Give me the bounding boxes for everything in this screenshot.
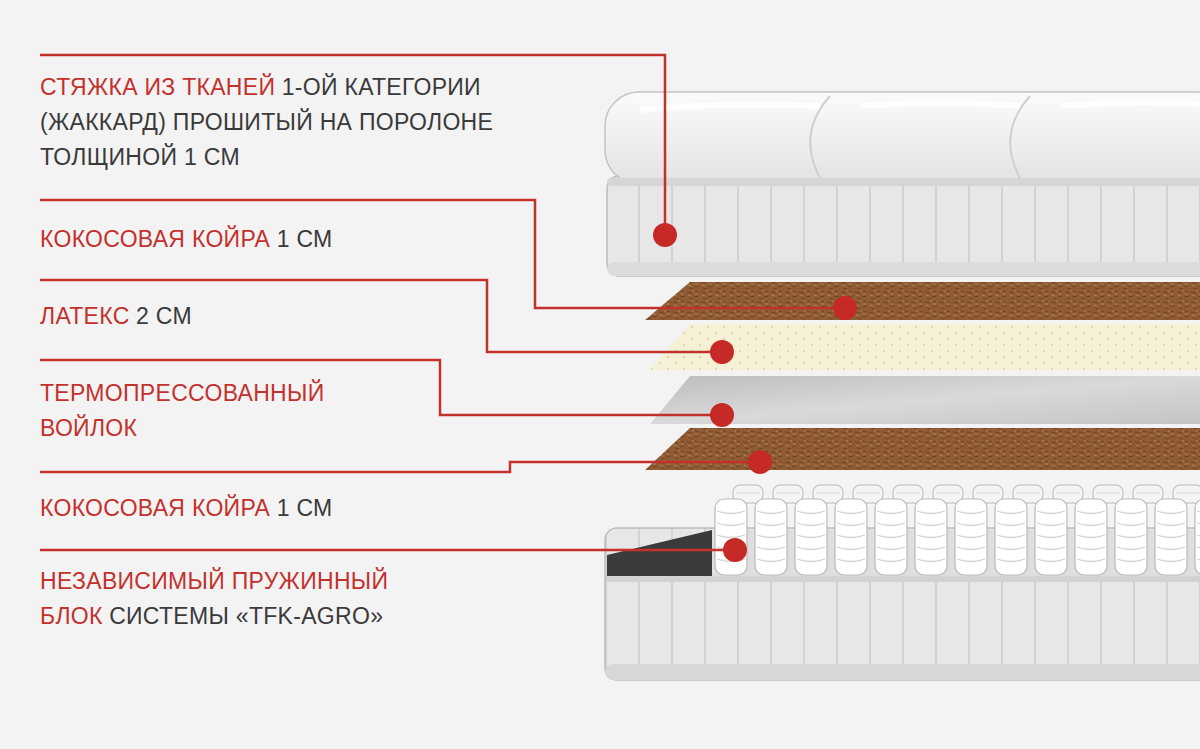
- leader-line: [40, 549, 735, 552]
- leader-line: [40, 200, 845, 308]
- coir-layer: [645, 428, 1200, 470]
- layer-name: КОКОСОВАЯ КОЙРА: [40, 495, 270, 521]
- leader-dot: [653, 223, 677, 247]
- leader-dot: [833, 296, 857, 320]
- base-opening: [607, 530, 712, 578]
- top-piping: [607, 262, 1200, 276]
- top-side-panel: [607, 176, 1200, 276]
- leader-dot: [723, 538, 747, 562]
- latex-layer: [650, 324, 1200, 370]
- base-piping: [605, 664, 1200, 680]
- leader-line: [40, 280, 722, 352]
- callout-text: НЕЗАВИСИМЫЙ ПРУЖИННЫЙ БЛОКСИСТЕМЫ «TFK-A…: [40, 564, 440, 634]
- callout-text: КОКОСОВАЯ КОЙРА 1 СМ: [40, 222, 510, 257]
- base-edge: [607, 576, 1200, 582]
- callout-text: КОКОСОВАЯ КОЙРА 1 СМ: [40, 491, 500, 526]
- leader-dots: [653, 223, 857, 562]
- layer-name: ЛАТЕКС: [40, 303, 130, 329]
- layer-name: СТЯЖКА ИЗ ТКАНЕЙ: [40, 74, 275, 100]
- top-piping: [607, 178, 1200, 186]
- leader-line: [40, 55, 665, 235]
- leader-dot: [710, 403, 734, 427]
- callout-text: ТЕРМОПРЕССОВАННЫЙ ВОЙЛОК: [40, 376, 380, 446]
- leader-line: [40, 462, 760, 472]
- leader-dot: [748, 450, 772, 474]
- coir-layer: [645, 282, 1200, 320]
- layer-name: ТЕРМОПРЕССОВАННЫЙ ВОЙЛОК: [40, 380, 324, 441]
- layer-spec: СИСТЕМЫ «TFK-AGRO»: [109, 603, 383, 629]
- callout-text: СТЯЖКА ИЗ ТКАНЕЙ1-ОЙ КАТЕГОРИИ (ЖАККАРД)…: [40, 70, 600, 175]
- quilt-seam: [810, 96, 1030, 182]
- leader-lines: [40, 55, 845, 550]
- layer-spec: 1 СМ: [277, 226, 333, 252]
- leader-dot: [710, 340, 734, 364]
- layer-name: КОКОСОВАЯ КОЙРА: [40, 226, 270, 252]
- quilt-highlight: [640, 102, 1200, 110]
- callout-text: ЛАТЕКС2 СМ: [40, 299, 460, 334]
- quilted-top: [605, 92, 1200, 184]
- layer-spec: 1 СМ: [277, 495, 333, 521]
- spring-row-front: [712, 497, 1200, 577]
- layer-spec: 2 СМ: [136, 303, 192, 329]
